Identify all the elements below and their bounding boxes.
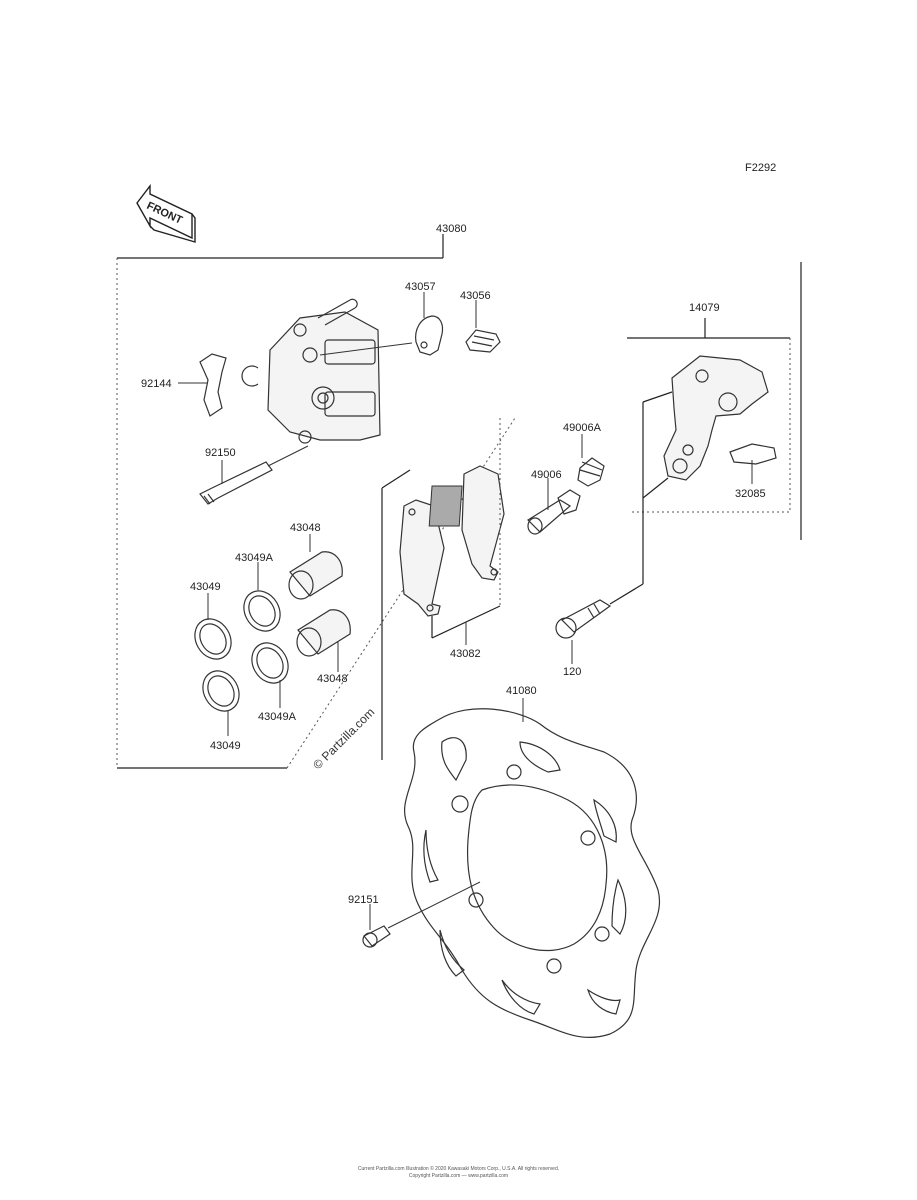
label-49006a: 49006A bbox=[563, 422, 602, 434]
brake-disc-41080 bbox=[403, 698, 661, 1038]
pin-92150 bbox=[199, 445, 309, 505]
caliper-bracket-14079 bbox=[642, 355, 769, 499]
caliper-assembly-bracket bbox=[116, 234, 516, 769]
label-43049-top: 43049 bbox=[190, 581, 221, 593]
piston-43048-bottom bbox=[296, 609, 351, 672]
label-43049-bottom: 43049 bbox=[210, 740, 241, 752]
footer-line-2: Copyright Partzilla.com — www.partzilla.… bbox=[408, 1173, 509, 1179]
label-43049a-top: 43049A bbox=[235, 552, 274, 564]
boot-49006a bbox=[577, 434, 605, 487]
label-43080: 43080 bbox=[436, 223, 467, 235]
bolt-120 bbox=[555, 498, 644, 664]
label-43082: 43082 bbox=[450, 648, 481, 660]
seal-43049-top bbox=[194, 593, 232, 660]
label-43048-top: 43048 bbox=[290, 522, 321, 534]
label-32085: 32085 bbox=[735, 488, 766, 500]
label-43057: 43057 bbox=[405, 281, 436, 293]
bracket-group bbox=[627, 262, 802, 540]
label-43056: 43056 bbox=[460, 290, 491, 302]
seal-43049-bottom bbox=[202, 670, 240, 736]
label-92150: 92150 bbox=[205, 447, 236, 459]
label-49006: 49006 bbox=[531, 469, 562, 481]
label-92144: 92144 bbox=[141, 378, 172, 390]
diagram-code: F2292 bbox=[745, 162, 776, 174]
plate-32085 bbox=[729, 443, 777, 484]
label-43048-bottom: 43048 bbox=[317, 673, 348, 685]
brake-pads-43082 bbox=[381, 418, 505, 760]
pad-spring-43057 bbox=[415, 292, 444, 356]
label-92151: 92151 bbox=[348, 894, 379, 906]
piston-43048-top bbox=[288, 534, 343, 600]
clip-92144 bbox=[178, 353, 227, 417]
footer-line-1: Current Partzilla.com Illustration © 202… bbox=[357, 1166, 560, 1172]
copyright-footer: Current Partzilla.com Illustration © 202… bbox=[0, 1166, 917, 1180]
label-120: 120 bbox=[563, 666, 581, 678]
bolt-92151 bbox=[362, 881, 481, 948]
bleeder-valve-43056 bbox=[465, 300, 501, 353]
front-arrow-icon: FRONT bbox=[136, 183, 196, 243]
label-14079: 14079 bbox=[689, 302, 720, 314]
brake-caliper bbox=[241, 298, 413, 444]
label-41080: 41080 bbox=[506, 685, 537, 697]
label-43049a-bottom: 43049A bbox=[258, 711, 297, 723]
watermark: © Partzilla.com bbox=[310, 705, 377, 772]
boot-49006 bbox=[527, 478, 581, 535]
seal-43049a-top bbox=[243, 562, 281, 632]
seal-43049a-bottom bbox=[251, 642, 289, 708]
